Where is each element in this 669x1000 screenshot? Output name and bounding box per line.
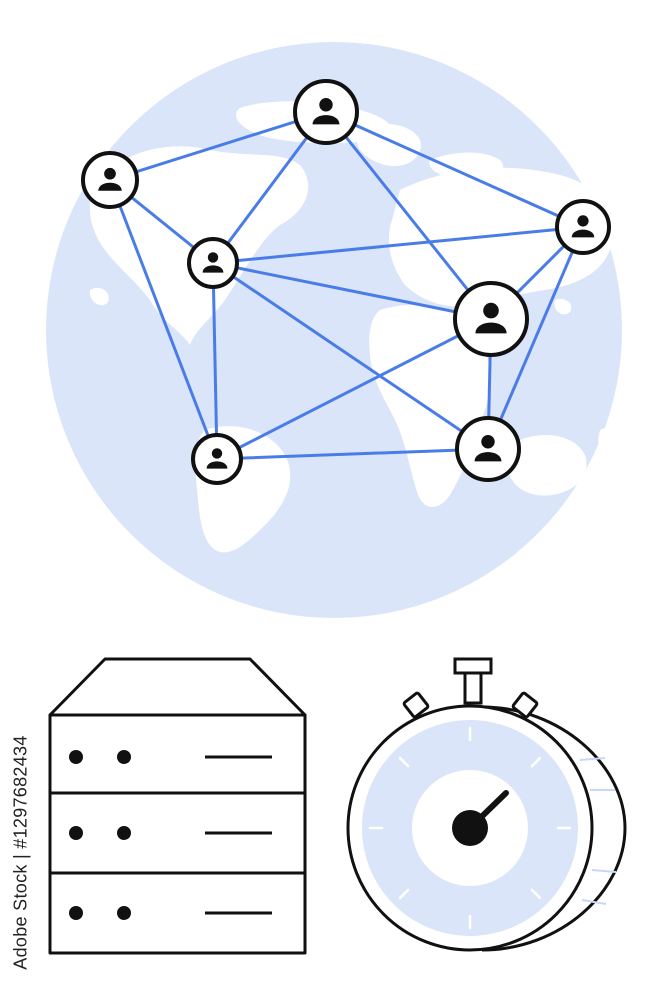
stock-watermark: Adobe Stock | #1297682434 [4,735,38,969]
network-nodes [81,79,611,485]
user-avatar-icon [293,79,359,145]
user-avatar-icon [555,199,611,255]
continents [89,101,613,553]
user-avatar-icon [455,416,521,482]
user-avatar-icon [81,151,139,209]
user-avatar-icon [453,281,529,357]
watermark-text: Adobe Stock | #1297682434 [10,734,31,970]
globe-icon [46,42,622,618]
server-rack-icon [48,657,307,955]
server-unit-1 [69,750,272,764]
user-avatar-icon [191,433,243,485]
server-unit-3 [69,906,272,920]
stopwatch-icon [346,657,627,952]
user-avatar-icon [187,237,239,289]
server-unit-2 [69,826,272,840]
